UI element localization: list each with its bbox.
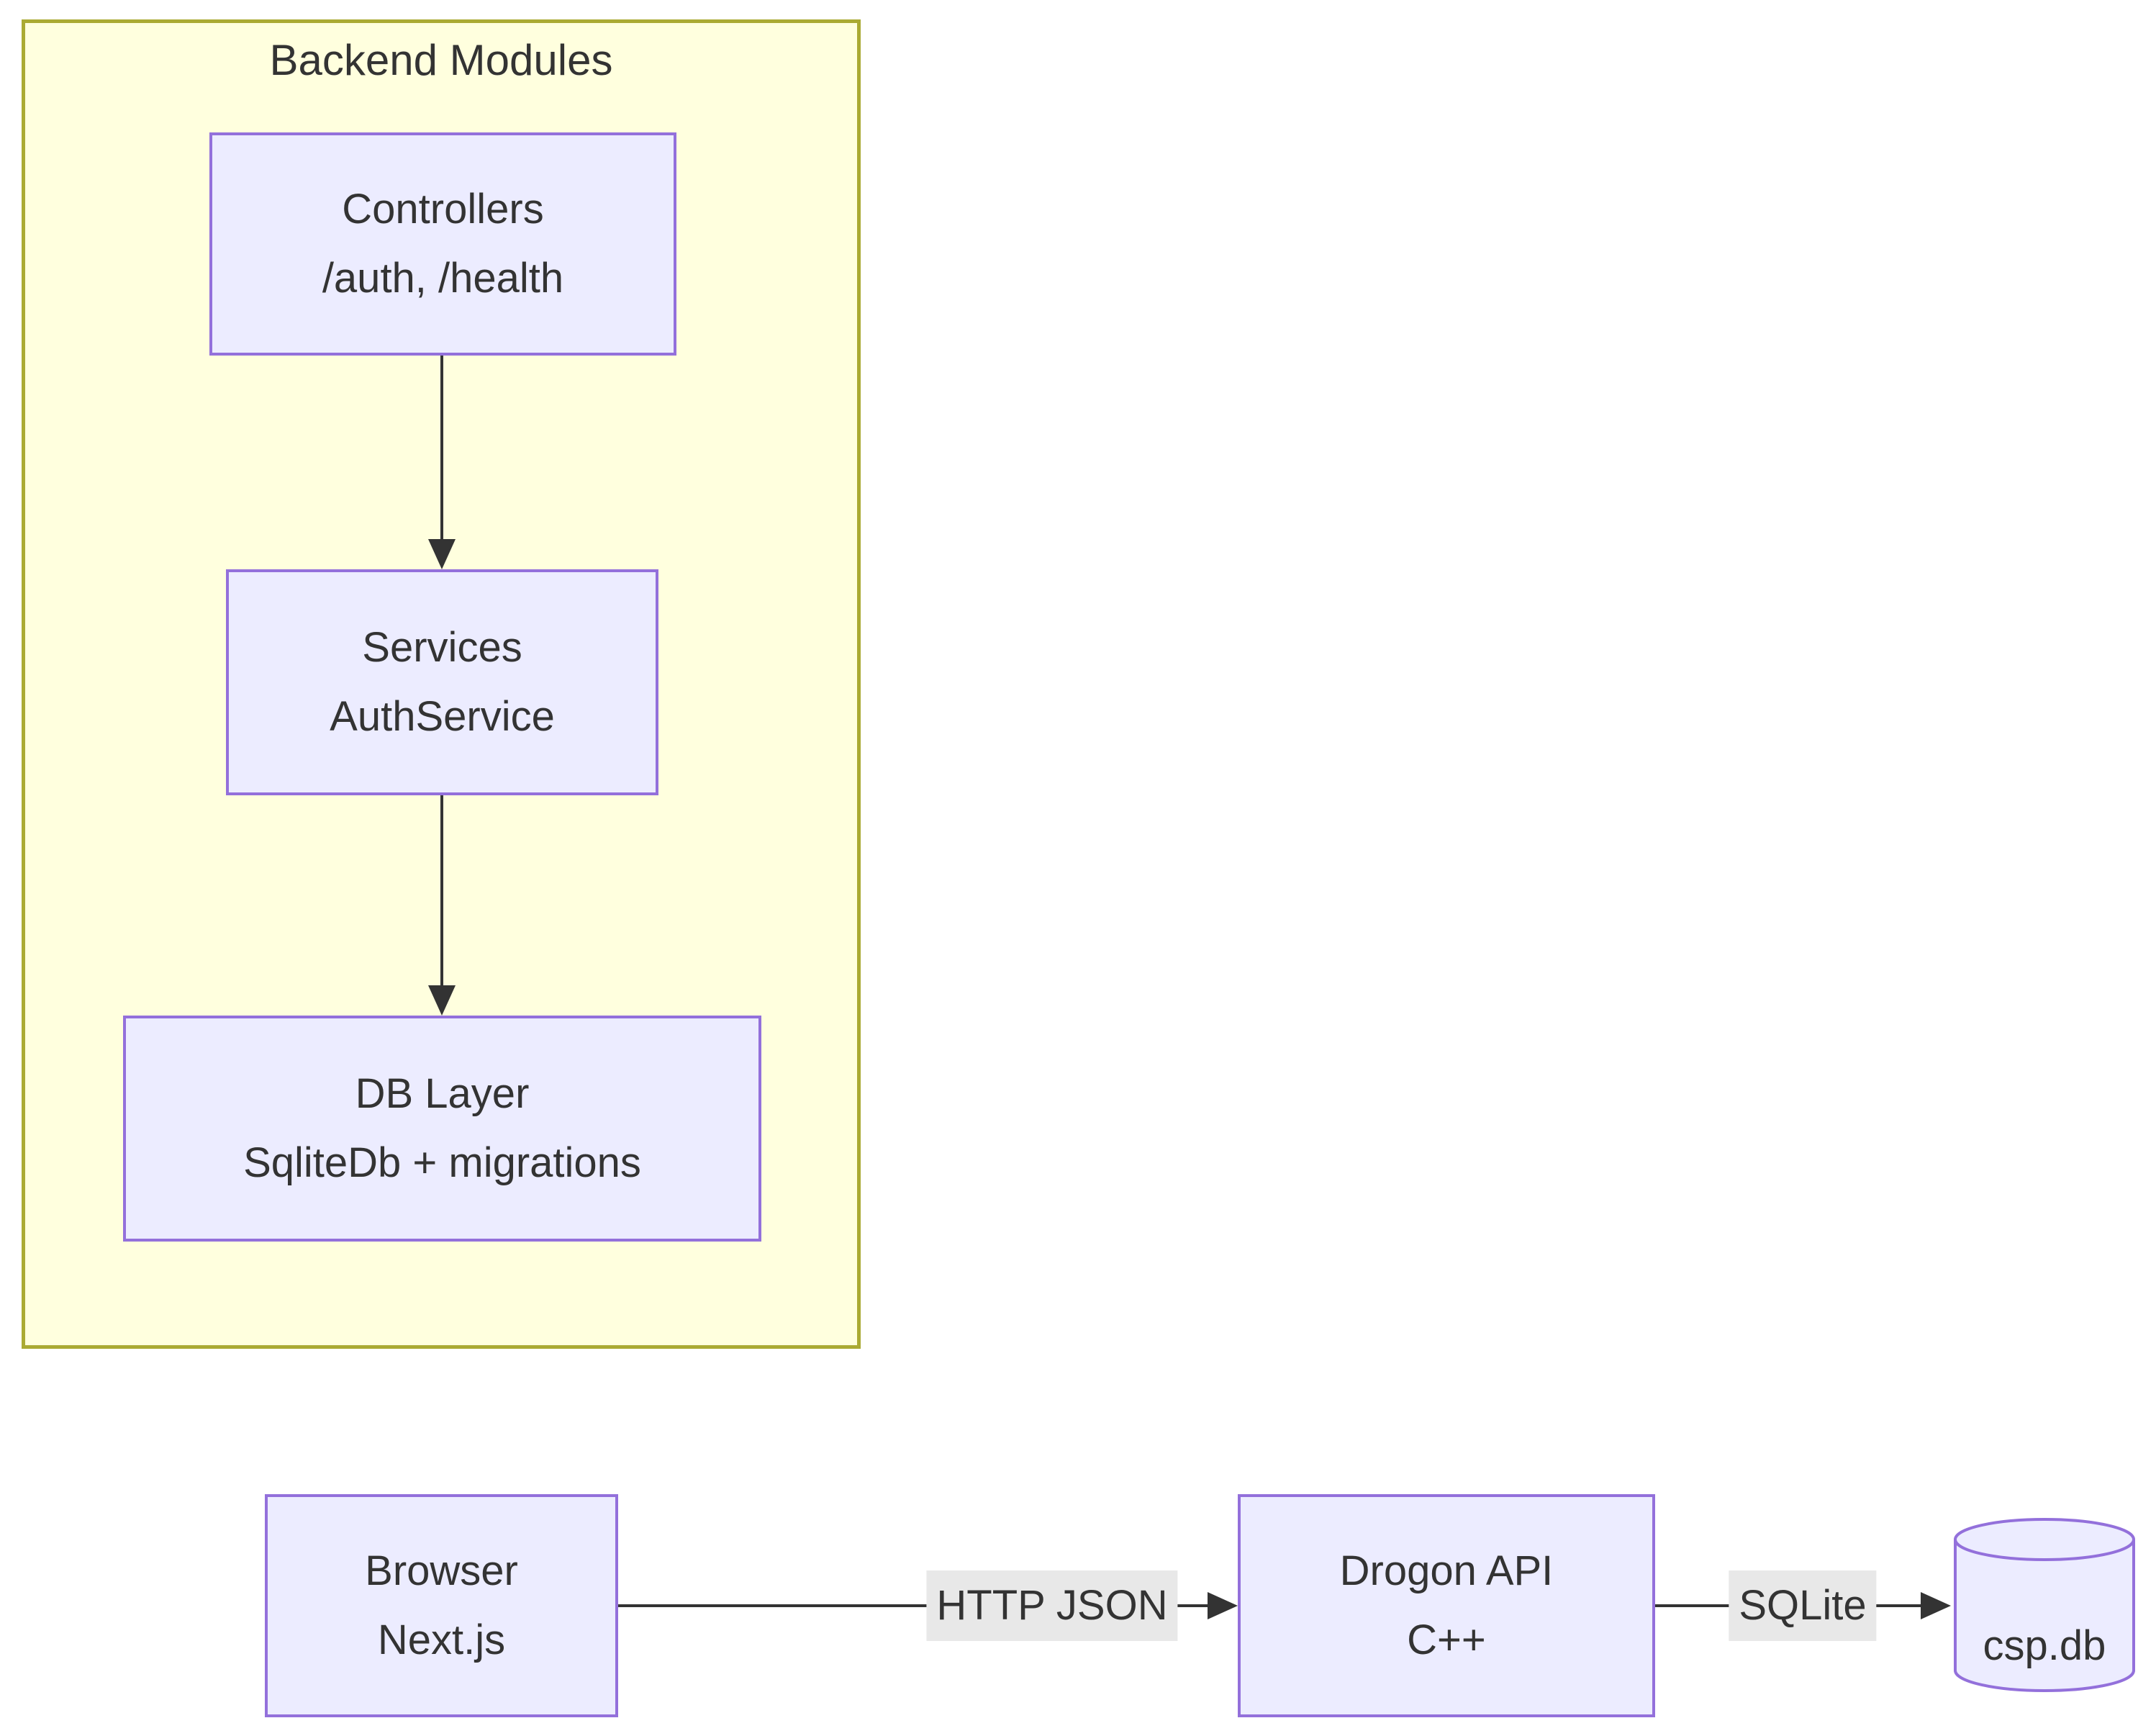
node-drogon-api-line1: Drogon API <box>1339 1547 1554 1595</box>
node-services-line1: Services <box>362 624 522 672</box>
node-controllers-line2: /auth, /health <box>322 255 564 302</box>
cluster-title: Backend Modules <box>269 36 613 84</box>
node-services-line2: AuthService <box>330 693 555 740</box>
node-drogon-api: Drogon API C++ <box>1238 1494 1655 1717</box>
arrowhead-right-icon <box>1208 1592 1238 1619</box>
edge-controllers-services <box>440 356 443 541</box>
edge-label-sqlite: SQLite <box>1729 1570 1877 1641</box>
node-browser-line1: Browser <box>365 1547 518 1595</box>
database-icon <box>1954 1518 2135 1692</box>
arrowhead-down-icon <box>428 985 456 1016</box>
node-services: Services AuthService <box>226 569 658 795</box>
arrowhead-right-icon <box>1921 1592 1951 1619</box>
node-browser: Browser Next.js <box>265 1494 618 1717</box>
node-drogon-api-line2: C++ <box>1407 1617 1486 1663</box>
edge-label-http-json: HTTP JSON <box>926 1570 1178 1641</box>
node-controllers-line1: Controllers <box>342 186 544 233</box>
node-browser-line2: Next.js <box>377 1617 506 1663</box>
node-db-layer: DB Layer SqliteDb + migrations <box>123 1016 761 1242</box>
edge-browser-api <box>618 1604 1209 1607</box>
database-node: csp.db <box>1951 1515 2138 1695</box>
node-db-layer-line1: DB Layer <box>355 1070 530 1118</box>
edge-services-dblayer <box>440 795 443 986</box>
node-controllers: Controllers /auth, /health <box>209 132 676 356</box>
node-db-layer-line2: SqliteDb + migrations <box>243 1139 641 1186</box>
database-label: csp.db <box>1983 1622 2106 1669</box>
arrowhead-down-icon <box>428 539 456 569</box>
